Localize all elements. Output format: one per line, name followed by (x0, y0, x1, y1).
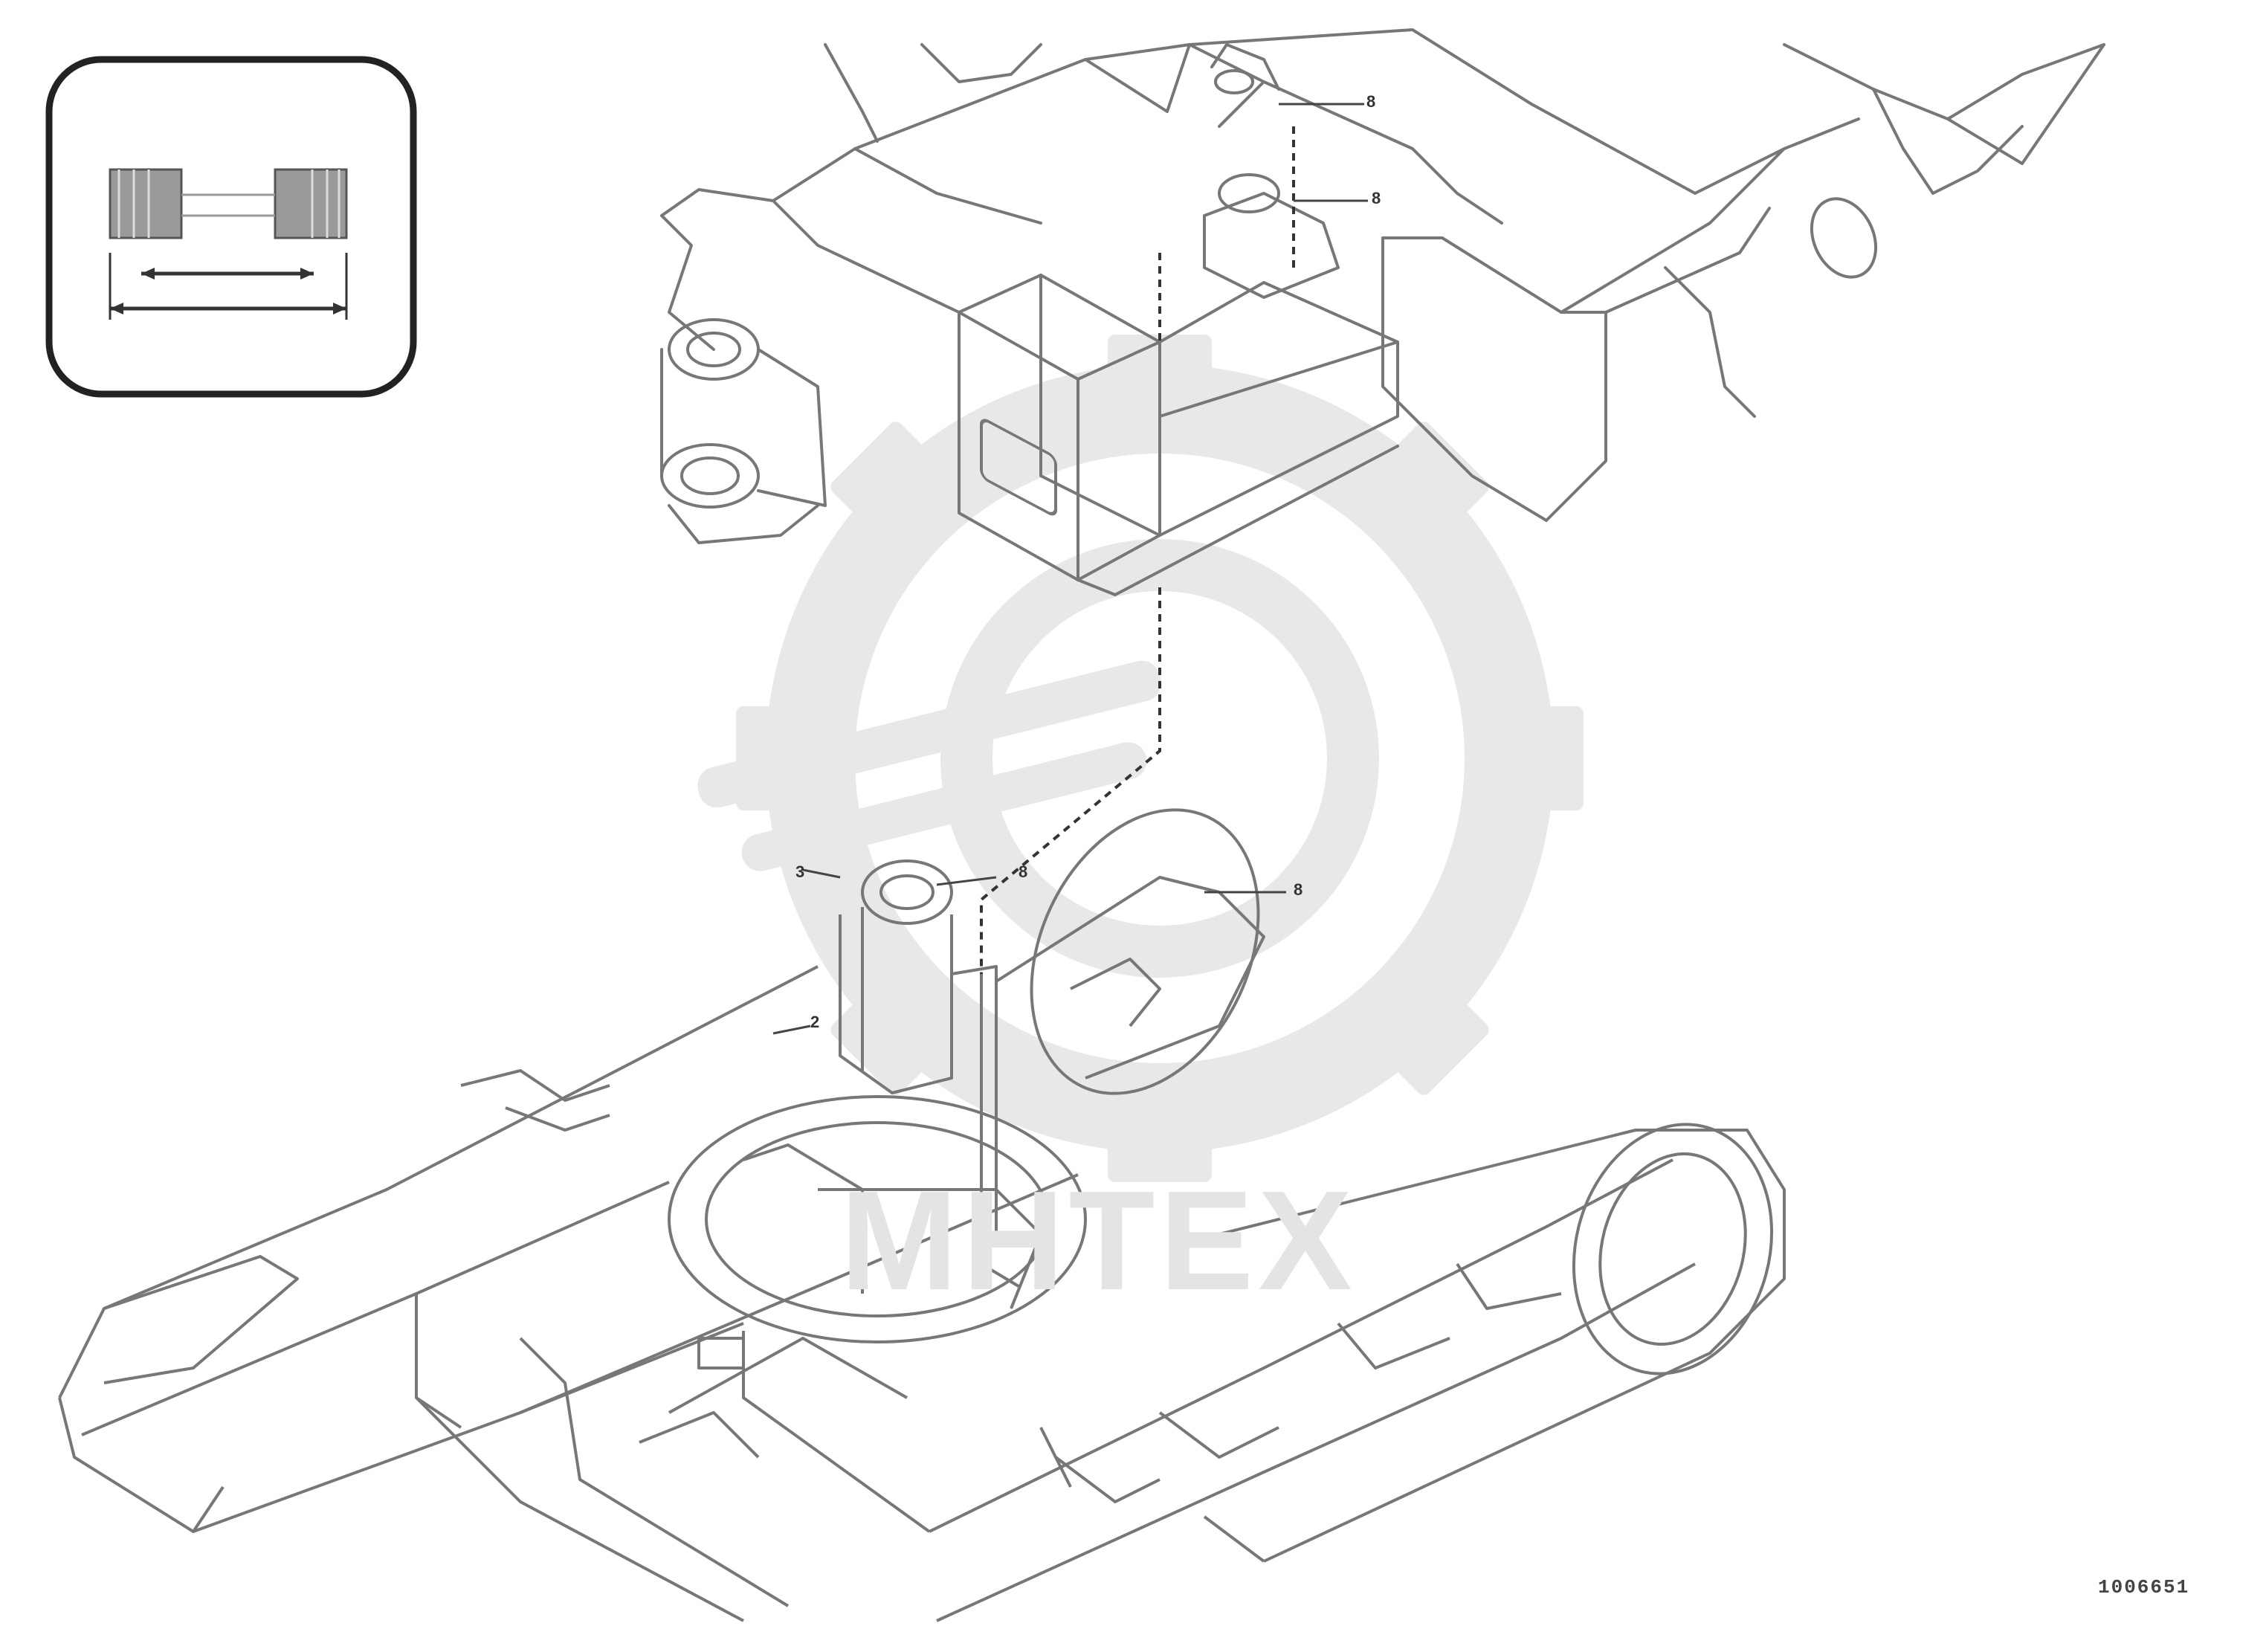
callout-label: 8 (1366, 92, 1376, 111)
upper-frame (660, 28, 2105, 596)
callout-label: 8 (1294, 880, 1303, 899)
swivel-joint (839, 808, 1265, 1288)
hose-route (980, 126, 1295, 981)
callout-label: 8 (1372, 189, 1381, 207)
hose-length-icon (45, 56, 417, 398)
figure-id: 1006651 (2098, 1576, 2190, 1598)
callout-leaders (772, 103, 1368, 1035)
callout-label: 2 (810, 1013, 820, 1031)
gear-watermark-icon (697, 335, 1584, 1182)
callout-label: 3 (795, 862, 805, 881)
watermark-text: MHTEX (840, 1162, 1357, 1320)
callout-label: 8 (1019, 862, 1028, 881)
undercarriage (58, 965, 1786, 1622)
